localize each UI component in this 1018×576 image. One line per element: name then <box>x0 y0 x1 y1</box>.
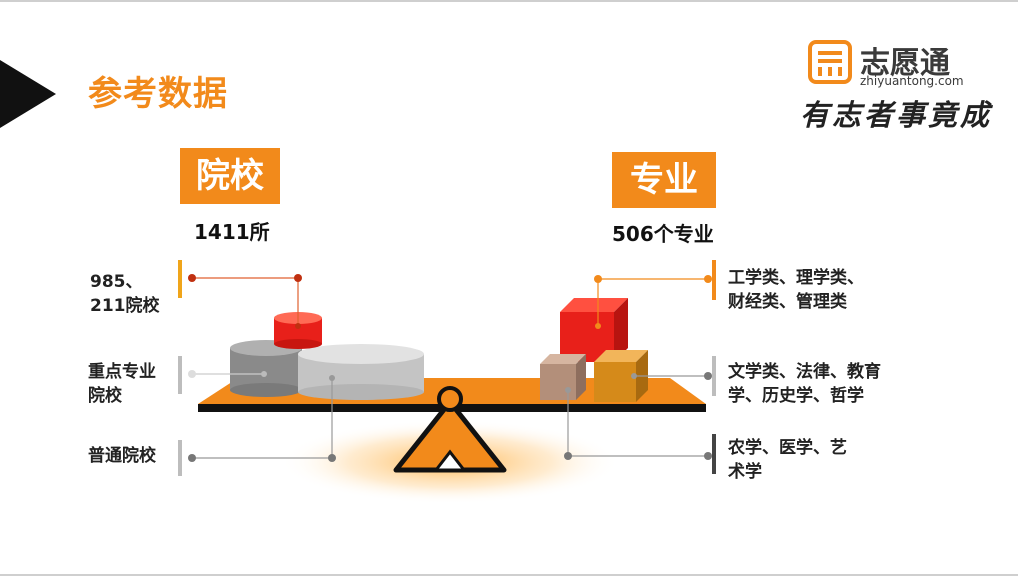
page-title: 参考数据 <box>88 74 228 114</box>
connector-agriculture <box>567 390 708 457</box>
connector-985 <box>192 277 299 326</box>
logo-name: 志愿通 <box>860 46 950 81</box>
majors-count: 506个专业 <box>612 222 714 246</box>
cylinder-light <box>298 344 424 400</box>
group-label-agriculture: 农学、医学、艺 术学 <box>728 438 847 482</box>
logo-domain: zhiyuantong.com <box>860 74 964 88</box>
group-bar-literature <box>712 356 716 396</box>
tier-bar-key <box>178 356 182 394</box>
cube-orange <box>594 350 648 402</box>
bottom-border <box>0 574 1018 576</box>
group-label-engineering: 工学类、理学类、 财经类、管理类 <box>728 268 864 312</box>
cube-tan <box>540 354 586 400</box>
top-border <box>0 0 1018 2</box>
tier-label-985: 985、 211院校 <box>90 272 160 316</box>
group-label-literature: 文学类、法律、教育 学、历史学、哲学 <box>728 362 881 406</box>
tier-bar-regular <box>178 440 182 476</box>
connector-engineering <box>597 278 708 326</box>
majors-heading: 专业 <box>612 152 716 208</box>
colleges-count: 1411所 <box>194 220 270 244</box>
colleges-heading: 院校 <box>180 148 280 204</box>
group-bar-agriculture <box>712 434 716 474</box>
fulcrum-pivot <box>437 386 463 412</box>
group-bar-engineering <box>712 260 716 300</box>
slogan: 有志者事竟成 <box>800 98 993 132</box>
tier-label-regular: 普通院校 <box>88 446 156 466</box>
cylinder-dark <box>230 340 302 397</box>
logo-icon <box>808 40 852 84</box>
fulcrum-notch <box>432 449 468 472</box>
tier-label-key: 重点专业 院校 <box>88 362 156 406</box>
connector-regular <box>192 378 333 459</box>
tier-bar-985 <box>178 260 182 298</box>
left-arrow-icon <box>0 60 56 128</box>
